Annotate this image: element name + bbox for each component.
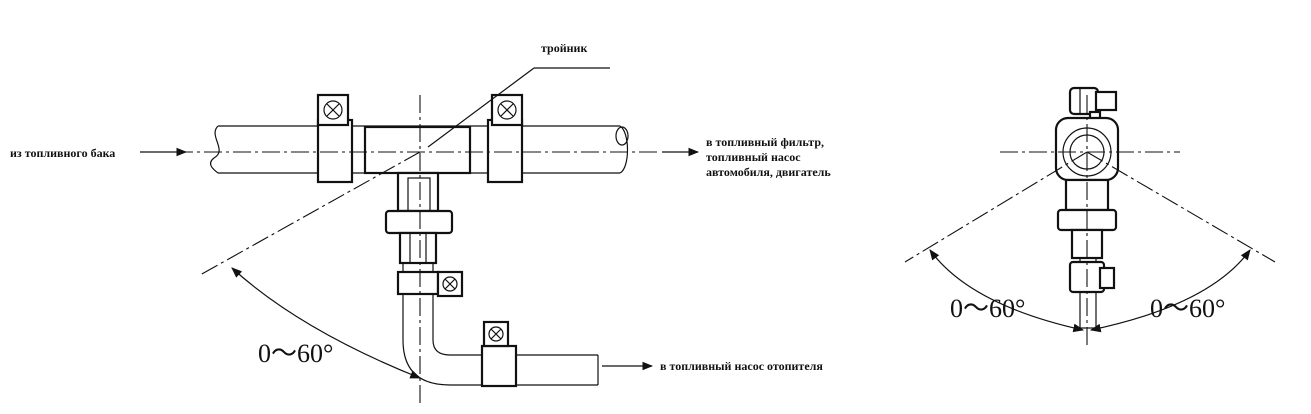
top-clamp-bolt bbox=[1068, 86, 1118, 126]
tee-leader-line bbox=[427, 67, 535, 148]
from-tank-label: из топливного бака bbox=[10, 146, 115, 160]
to-filter-label-line3: автомобиля, двигатель bbox=[706, 165, 831, 179]
right-clamp bbox=[486, 93, 524, 184]
to-filter-label-line1: в топливный фильтр, bbox=[706, 135, 824, 149]
tee-fitting bbox=[363, 125, 472, 265]
angle-arc-left bbox=[231, 267, 422, 379]
to-heater-label: в топливный насос отопителя bbox=[660, 359, 823, 373]
angle-limit-line bbox=[199, 151, 421, 276]
front-view: 0～60° 0～60° bbox=[904, 86, 1276, 345]
front-angle-arc-left bbox=[929, 249, 1085, 333]
front-angle-limit-left bbox=[904, 151, 1088, 263]
left-clamp bbox=[316, 93, 354, 184]
heater-branch-pipe bbox=[396, 263, 599, 388]
angle-label-right-b: 0～60° bbox=[1150, 294, 1225, 323]
angle-label-right-a: 0～60° bbox=[950, 294, 1025, 323]
to-filter-label-line2: топливный насос bbox=[706, 150, 801, 164]
front-angle-arc-right bbox=[1089, 249, 1251, 333]
front-angle-limit-right bbox=[1086, 151, 1276, 263]
side-view: тройник из топливного бака в топливный ф… bbox=[10, 41, 831, 405]
tee-label: тройник bbox=[541, 41, 587, 55]
angle-label-left: 0～60° bbox=[258, 339, 333, 368]
